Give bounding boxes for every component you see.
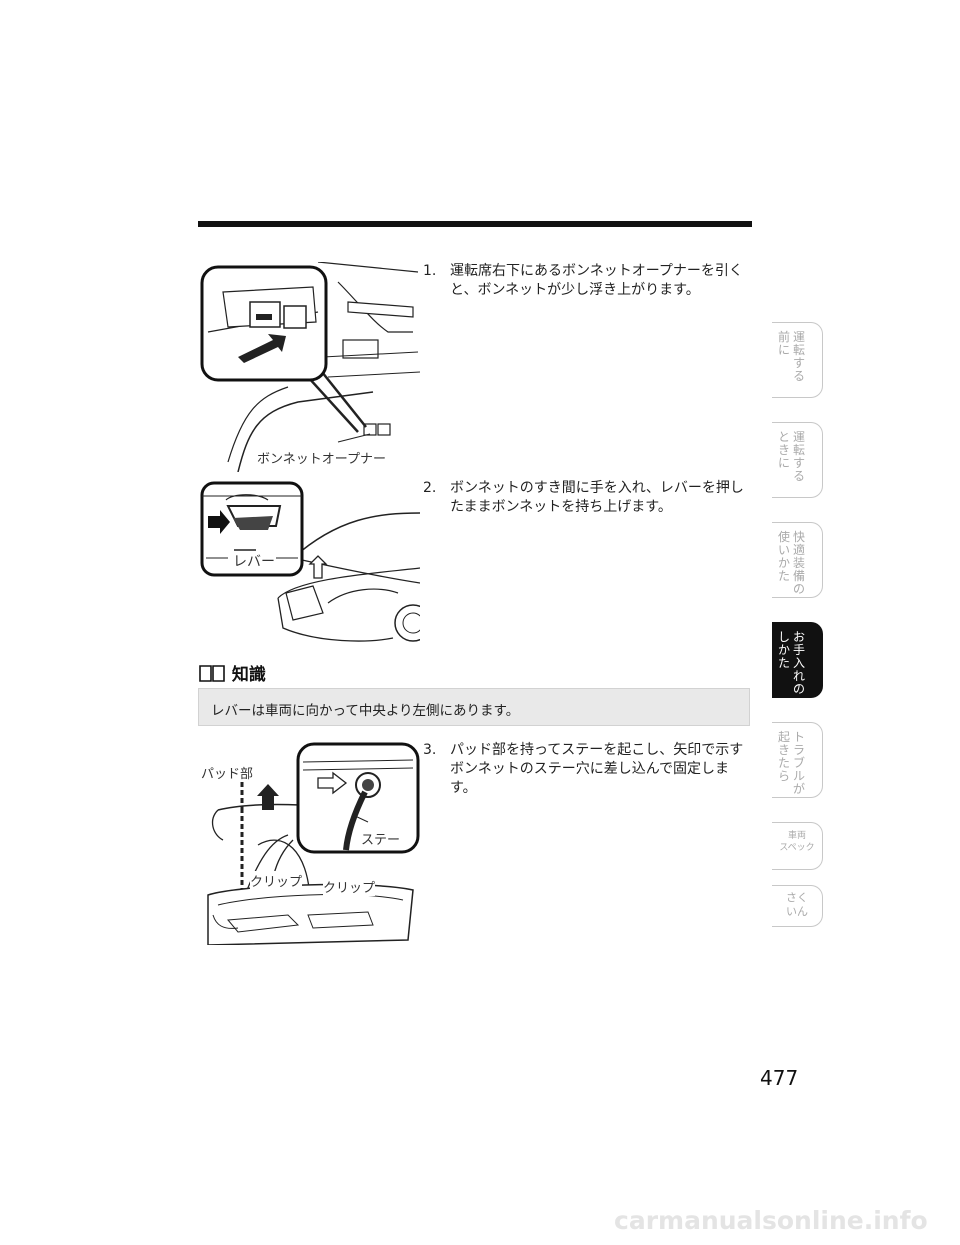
header-rule xyxy=(198,221,752,227)
figure-hood-stay xyxy=(207,742,420,945)
tab-trouble[interactable]: 起きたら トラブルが xyxy=(772,722,823,798)
step-1: 1. 運転席右下にあるボンネットオープナーを引くと、ボンネットが少し浮き上がりま… xyxy=(423,262,753,306)
book-icon xyxy=(199,665,225,682)
footer-watermark: carmanualsonline.info xyxy=(614,1206,928,1235)
tab-vehicle-specs[interactable]: 車両 スペック xyxy=(772,822,823,870)
step-text: パッド部を持ってステーを起こし、矢印で示すボンネットのステー穴に差し込んで固定し… xyxy=(450,742,744,796)
note-heading: 知識 xyxy=(198,660,266,685)
figure-hood-lever xyxy=(200,481,420,642)
tab-before-driving[interactable]: 前に 運転する xyxy=(772,322,823,398)
step-number: 3. xyxy=(423,742,437,758)
tab-maintenance[interactable]: しかた お手入れの xyxy=(772,622,823,698)
page-number: 477 xyxy=(760,1066,799,1090)
label-stay: ステー xyxy=(361,833,401,848)
step-text: ボンネットのすき間に手を入れ、レバーを押したままボンネットを持ち上げます。 xyxy=(450,480,744,515)
label-lever: レバー xyxy=(233,554,275,570)
step-number: 1. xyxy=(423,263,437,279)
note-text: レバーは車両に向かって中央より左側にあります。 xyxy=(211,703,520,719)
figure-bonnet-opener xyxy=(200,262,420,472)
tab-index[interactable]: さく いん xyxy=(772,885,823,927)
step-text: 運転席右下にあるボンネットオープナーを引くと、ボンネットが少し浮き上がります。 xyxy=(450,263,743,298)
step-number: 2. xyxy=(423,480,437,496)
step-3: 3. パッド部を持ってステーを起こし、矢印で示すボンネットのステー穴に差し込んで… xyxy=(423,741,753,796)
label-clip-left: クリップ xyxy=(250,871,303,890)
label-clip-right: クリップ xyxy=(323,877,376,896)
tab-while-driving[interactable]: ときに 運転する xyxy=(772,422,823,498)
label-pad: パッド部 xyxy=(201,767,254,782)
label-bonnet-opener: ボンネットオープナー xyxy=(257,452,386,467)
note-box: レバーは車両に向かって中央より左側にあります。 xyxy=(198,688,750,726)
step-2: 2. ボンネットのすき間に手を入れ、レバーを押したままボンネットを持ち上げます。 xyxy=(423,479,753,523)
note-heading-text: 知識 xyxy=(231,665,266,685)
tab-comfort-features[interactable]: 使いかた 快適装備の xyxy=(772,522,823,598)
